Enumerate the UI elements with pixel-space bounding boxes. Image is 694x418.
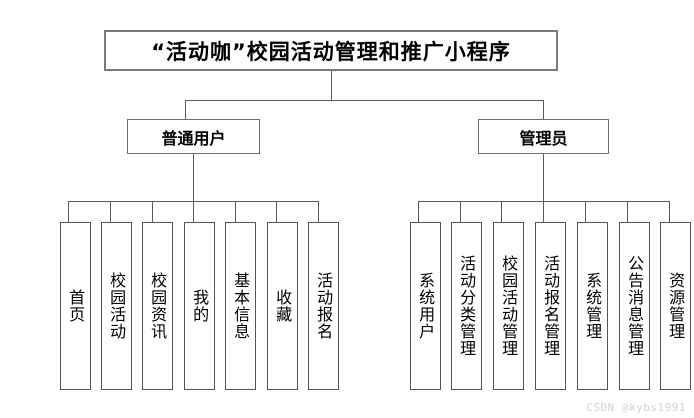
leaf-node-admin-5: 系统管理 [577,222,608,390]
leaf-node-admin-2: 活动分类管理 [451,222,482,390]
leaf-node-admin-3: 校园活动管理 [493,222,524,390]
admin-leaf-drop-3 [501,201,502,222]
admin-stem-line [543,154,544,201]
leaf-node-user-5-label: 基本信息 [231,272,251,340]
leaf-node-admin-6: 公告消息管理 [619,222,650,390]
admin-leaf-drop-6 [627,201,628,222]
leaf-node-user-7-label: 活动报名 [314,272,334,340]
user-leaf-drop-7 [318,201,319,222]
csdn-watermark: CSDN @kybs1991 [586,401,686,414]
leaf-node-admin-7-label: 资源管理 [666,272,686,340]
user-leaf-drop-6 [276,201,277,222]
leaf-node-user-3: 校园资讯 [142,222,173,390]
leaf-node-admin-7: 资源管理 [660,222,691,390]
root-stem-line [331,71,332,100]
leaf-node-admin-3-label: 校园活动管理 [499,255,519,357]
leaf-node-admin-1-label: 系统用户 [416,272,436,340]
admin-leaf-drop-2 [460,201,461,222]
branch-node-admin-label: 管理员 [519,128,568,148]
user-leaf-drop-4 [193,201,194,222]
user-leaf-drop-1 [68,201,69,222]
root-node-label: “活动咖”校园活动管理和推广小程序 [151,39,511,64]
leaf-node-user-6: 收藏 [267,222,298,390]
user-leaf-drop-5 [235,201,236,222]
leaf-node-user-5: 基本信息 [225,222,256,390]
user-stem-line [193,154,194,201]
leaf-node-user-3-label: 校园资讯 [148,272,168,340]
level2-bus-line [185,100,543,101]
leaf-node-admin-4-label: 活动报名管理 [541,255,561,357]
leaf-node-user-2: 校园活动 [101,222,132,390]
user-leaf-drop-3 [152,201,153,222]
branch-node-admin: 管理员 [478,119,609,154]
leaf-node-user-6-label: 收藏 [273,289,293,323]
level2-drop-right [543,100,544,119]
root-node: “活动咖”校园活动管理和推广小程序 [104,30,558,71]
admin-leaf-drop-4 [543,201,544,222]
leaf-node-user-7: 活动报名 [308,222,339,390]
admin-leaf-drop-7 [669,201,670,222]
leaf-node-user-2-label: 校园活动 [107,272,127,340]
leaf-node-admin-2-label: 活动分类管理 [457,255,477,357]
leaf-node-user-4: 我的 [184,222,215,390]
level2-drop-left [185,100,186,119]
branch-node-user-label: 普通用户 [161,128,226,148]
admin-leaf-drop-5 [585,201,586,222]
leaf-node-user-4-label: 我的 [190,289,210,323]
admin-leaf-drop-1 [418,201,419,222]
leaf-node-admin-5-label: 系统管理 [583,272,603,340]
leaf-node-admin-4: 活动报名管理 [535,222,566,390]
leaf-node-user-1-label: 首页 [66,289,86,323]
leaf-node-user-1: 首页 [60,222,91,390]
branch-node-user: 普通用户 [127,119,260,154]
leaf-node-admin-6-label: 公告消息管理 [625,255,645,357]
leaf-node-admin-1: 系统用户 [410,222,441,390]
user-leaf-drop-2 [110,201,111,222]
